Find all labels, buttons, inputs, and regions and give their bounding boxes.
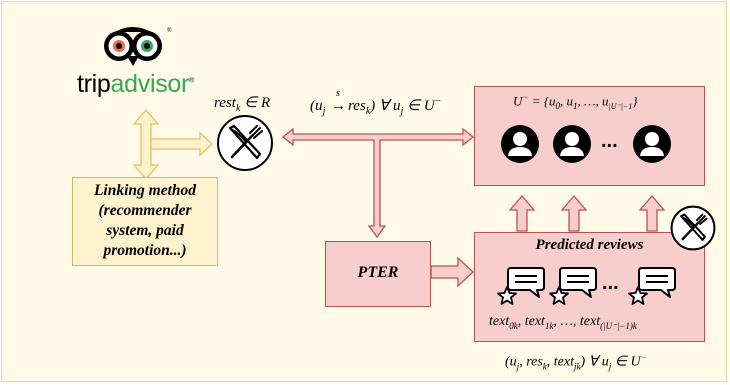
reviews-to-users-arrows [508,195,666,232]
linking-line-4: promotion...) [103,242,187,259]
up-arrow-2 [560,195,588,232]
linking-line-1: Linking method [93,182,197,199]
predicted-reviews-title: Predicted reviews [535,237,644,253]
visits-label: (uj s→ resk) ∀ uj ∈ U− [310,88,442,117]
restaurant-users-connector [281,127,475,239]
registered-mark: ® [167,27,172,34]
users-set-label: U− = {u0, u1, …, u|U⁻|−1} [513,92,638,111]
wordmark-registered: ® [189,77,194,85]
pter-box: PTER [325,241,431,307]
linking-line-3: system, paid [106,222,184,239]
linking-connector [132,108,214,181]
review-chat-icon [497,267,545,305]
output-label: (uj, resk, textjk) ∀ uj ∈ U− [505,352,647,372]
user-icon [553,125,591,163]
user-icon [501,125,539,163]
wordmark-advisor: advisor [110,70,190,98]
pter-label: PTER [357,264,399,281]
review-chat-icon [628,267,676,305]
user-icon [633,125,671,163]
linking-line-2: (recommender [98,202,192,219]
up-arrow-3 [638,195,666,232]
users-ellipsis: ... [601,130,618,152]
linking-method-box: Linking method (recommender system, paid… [72,177,218,266]
review-chat-icon [549,267,597,305]
review-texts-label: text0k, text1k, …, text(|U⁻|−1)k [489,314,637,331]
fork-knife-icon [670,205,716,251]
tripadvisor-owl-eyes-icon: ® [104,27,172,66]
wordmark-trip: trip [77,70,111,98]
restaurant-label: restk ∈ R [214,95,271,114]
tripadvisor-wordmark: tripadvisor® [77,70,194,99]
pter-to-reviews-arrow [430,256,474,288]
fork-knife-icon [217,115,273,171]
reviews-ellipsis: ... [602,272,619,294]
up-arrow-1 [508,195,536,232]
